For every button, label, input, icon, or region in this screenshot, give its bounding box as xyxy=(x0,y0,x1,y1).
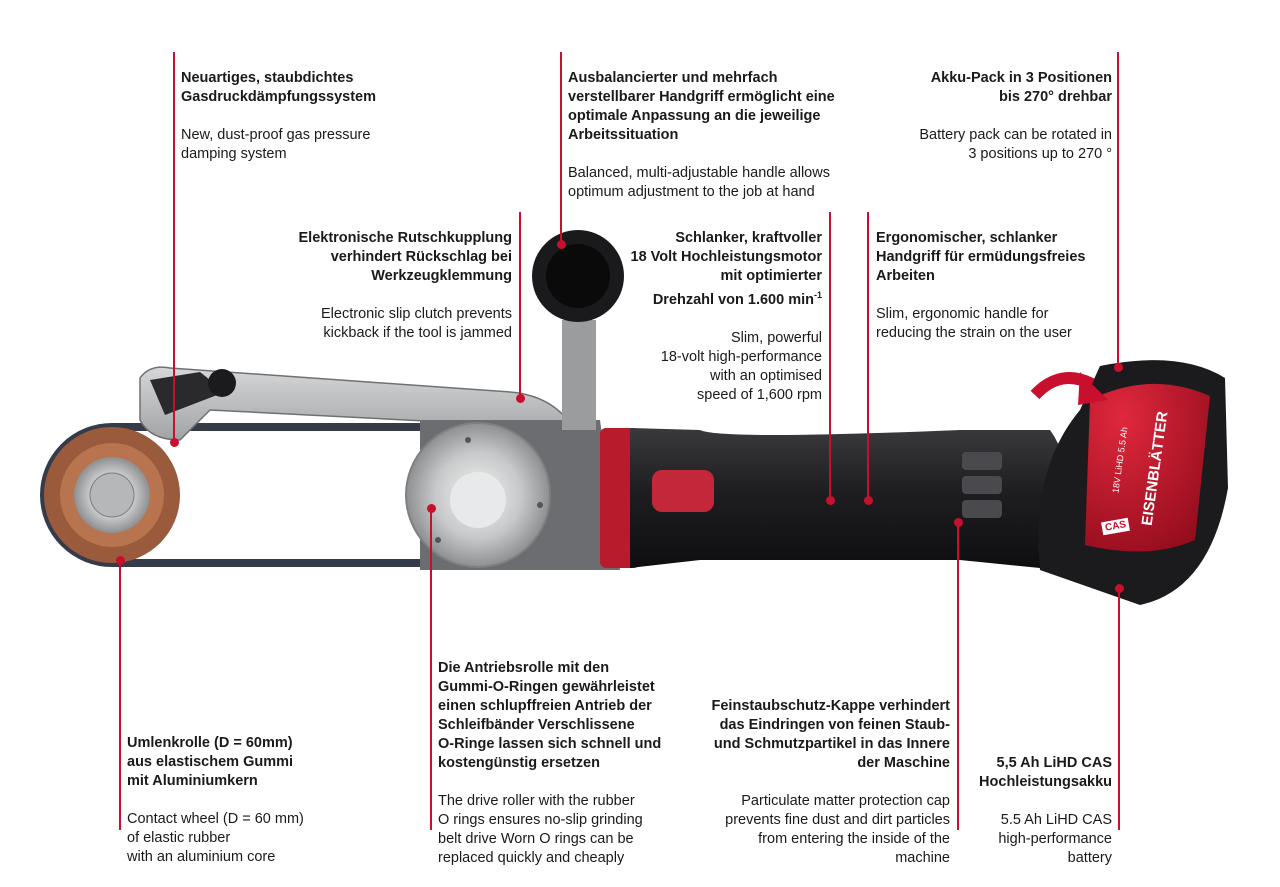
leader-battery xyxy=(1118,588,1120,830)
leader-contact-wheel xyxy=(119,560,121,830)
arm-lever xyxy=(150,372,225,415)
leader-dust-cap xyxy=(957,522,959,830)
arm-pivot xyxy=(208,369,236,397)
drive-roller-hub xyxy=(450,472,506,528)
callout-motor-en: Slim, powerful 18-volt high-performance … xyxy=(660,329,822,403)
callout-ergonomic-en: Slim, ergonomic handle for reducing the … xyxy=(876,306,1072,341)
switch-button xyxy=(652,470,714,512)
leader-handle xyxy=(560,52,562,244)
dot-ergonomic xyxy=(864,496,873,505)
dot-battery xyxy=(1115,584,1124,593)
callout-handle-de: Ausbalancierter und mehrfach verstellbar… xyxy=(568,70,835,143)
leader-motor xyxy=(829,212,831,500)
vent xyxy=(962,452,1002,470)
leader-ergonomic xyxy=(867,212,869,500)
callout-gas-damping-de: Neuartiges, staubdichtes Gasdruckdämpfun… xyxy=(181,70,377,105)
dot-contact-wheel xyxy=(116,556,125,565)
dot-motor xyxy=(826,496,835,505)
callout-battery-en: 5.5 Ah LiHD CAS high-performance battery xyxy=(998,812,1112,866)
callout-motor-de: Schlanker, kraftvoller 18 Volt Hochleist… xyxy=(602,229,822,310)
callout-battery-de: 5,5 Ah LiHD CAS Hochleistungsakku xyxy=(979,755,1112,790)
screw xyxy=(537,502,543,508)
callout-motor-de-main: Schlanker, kraftvoller 18 Volt Hochleist… xyxy=(630,230,822,308)
side-handle-grip xyxy=(546,244,610,308)
dot-drive-roller xyxy=(427,504,436,513)
callout-dust-cap-en: Particulate matter protection cap preven… xyxy=(725,793,950,866)
callout-drive-roller: Die Antriebsrolle mit den Gummi-O-Ringen… xyxy=(438,640,698,887)
callout-battery-rotate-en: Battery pack can be rotated in 3 positio… xyxy=(919,127,1112,162)
callout-slip-clutch-en: Electronic slip clutch prevents kickback… xyxy=(321,306,512,341)
callout-ergonomic-de: Ergonomischer, schlanker Handgriff für e… xyxy=(876,230,1086,284)
vent xyxy=(962,476,1002,494)
callout-contact-wheel-de: Umlenkrolle (D = 60mm) aus elastischem G… xyxy=(127,735,294,789)
leader-gas-damping xyxy=(173,52,175,442)
callout-handle: Ausbalancierter und mehrfach verstellbar… xyxy=(568,50,908,221)
contact-wheel-hub xyxy=(89,472,135,518)
dot-slip-clutch xyxy=(516,394,525,403)
dot-handle xyxy=(557,240,566,249)
callout-motor-de-sup: -1 xyxy=(813,290,822,300)
handle-post xyxy=(562,320,596,430)
callout-ergonomic: Ergonomischer, schlanker Handgriff für e… xyxy=(876,210,1116,362)
callout-battery-rotate: Akku-Pack in 3 Positionen bis 270° drehb… xyxy=(860,50,1112,183)
callout-battery-rotate-de: Akku-Pack in 3 Positionen bis 270° drehb… xyxy=(930,70,1112,105)
callout-gas-damping-en: New, dust-proof gas pressure damping sys… xyxy=(181,127,371,162)
battery-label xyxy=(1085,383,1210,552)
callout-dust-cap-de: Feinstaubschutz-Kappe verhindert das Ein… xyxy=(711,698,950,771)
callout-slip-clutch: Elektronische Rutschkupplung verhindert … xyxy=(262,210,513,362)
vent xyxy=(962,500,1002,518)
dot-battery-rotate xyxy=(1114,363,1123,372)
leader-drive-roller xyxy=(430,508,432,830)
leader-slip-clutch xyxy=(519,212,521,398)
screw xyxy=(465,437,471,443)
callout-handle-en: Balanced, multi-adjustable handle allows… xyxy=(568,165,830,200)
leader-battery-rotate xyxy=(1117,52,1119,367)
callout-contact-wheel: Umlenkrolle (D = 60mm) aus elastischem G… xyxy=(127,715,387,886)
rotate-arrow-head-icon xyxy=(1078,372,1108,405)
callout-dust-cap: Feinstaubschutz-Kappe verhindert das Ein… xyxy=(660,678,950,887)
callout-battery: 5,5 Ah LiHD CAS Hochleistungsakku 5.5 Ah… xyxy=(960,735,1112,887)
screw xyxy=(435,537,441,543)
dot-dust-cap xyxy=(954,518,963,527)
callout-slip-clutch-de: Elektronische Rutschkupplung verhindert … xyxy=(298,230,513,284)
callout-gas-damping: Neuartiges, staubdichtes Gasdruckdämpfun… xyxy=(181,50,511,183)
dot-gas-damping xyxy=(170,438,179,447)
callout-drive-roller-de: Die Antriebsrolle mit den Gummi-O-Ringen… xyxy=(438,660,662,771)
callout-motor: Schlanker, kraftvoller 18 Volt Hochleist… xyxy=(602,210,822,424)
callout-drive-roller-en: The drive roller with the rubber O rings… xyxy=(438,793,643,866)
callout-contact-wheel-en: Contact wheel (D = 60 mm) of elastic rub… xyxy=(127,811,304,865)
